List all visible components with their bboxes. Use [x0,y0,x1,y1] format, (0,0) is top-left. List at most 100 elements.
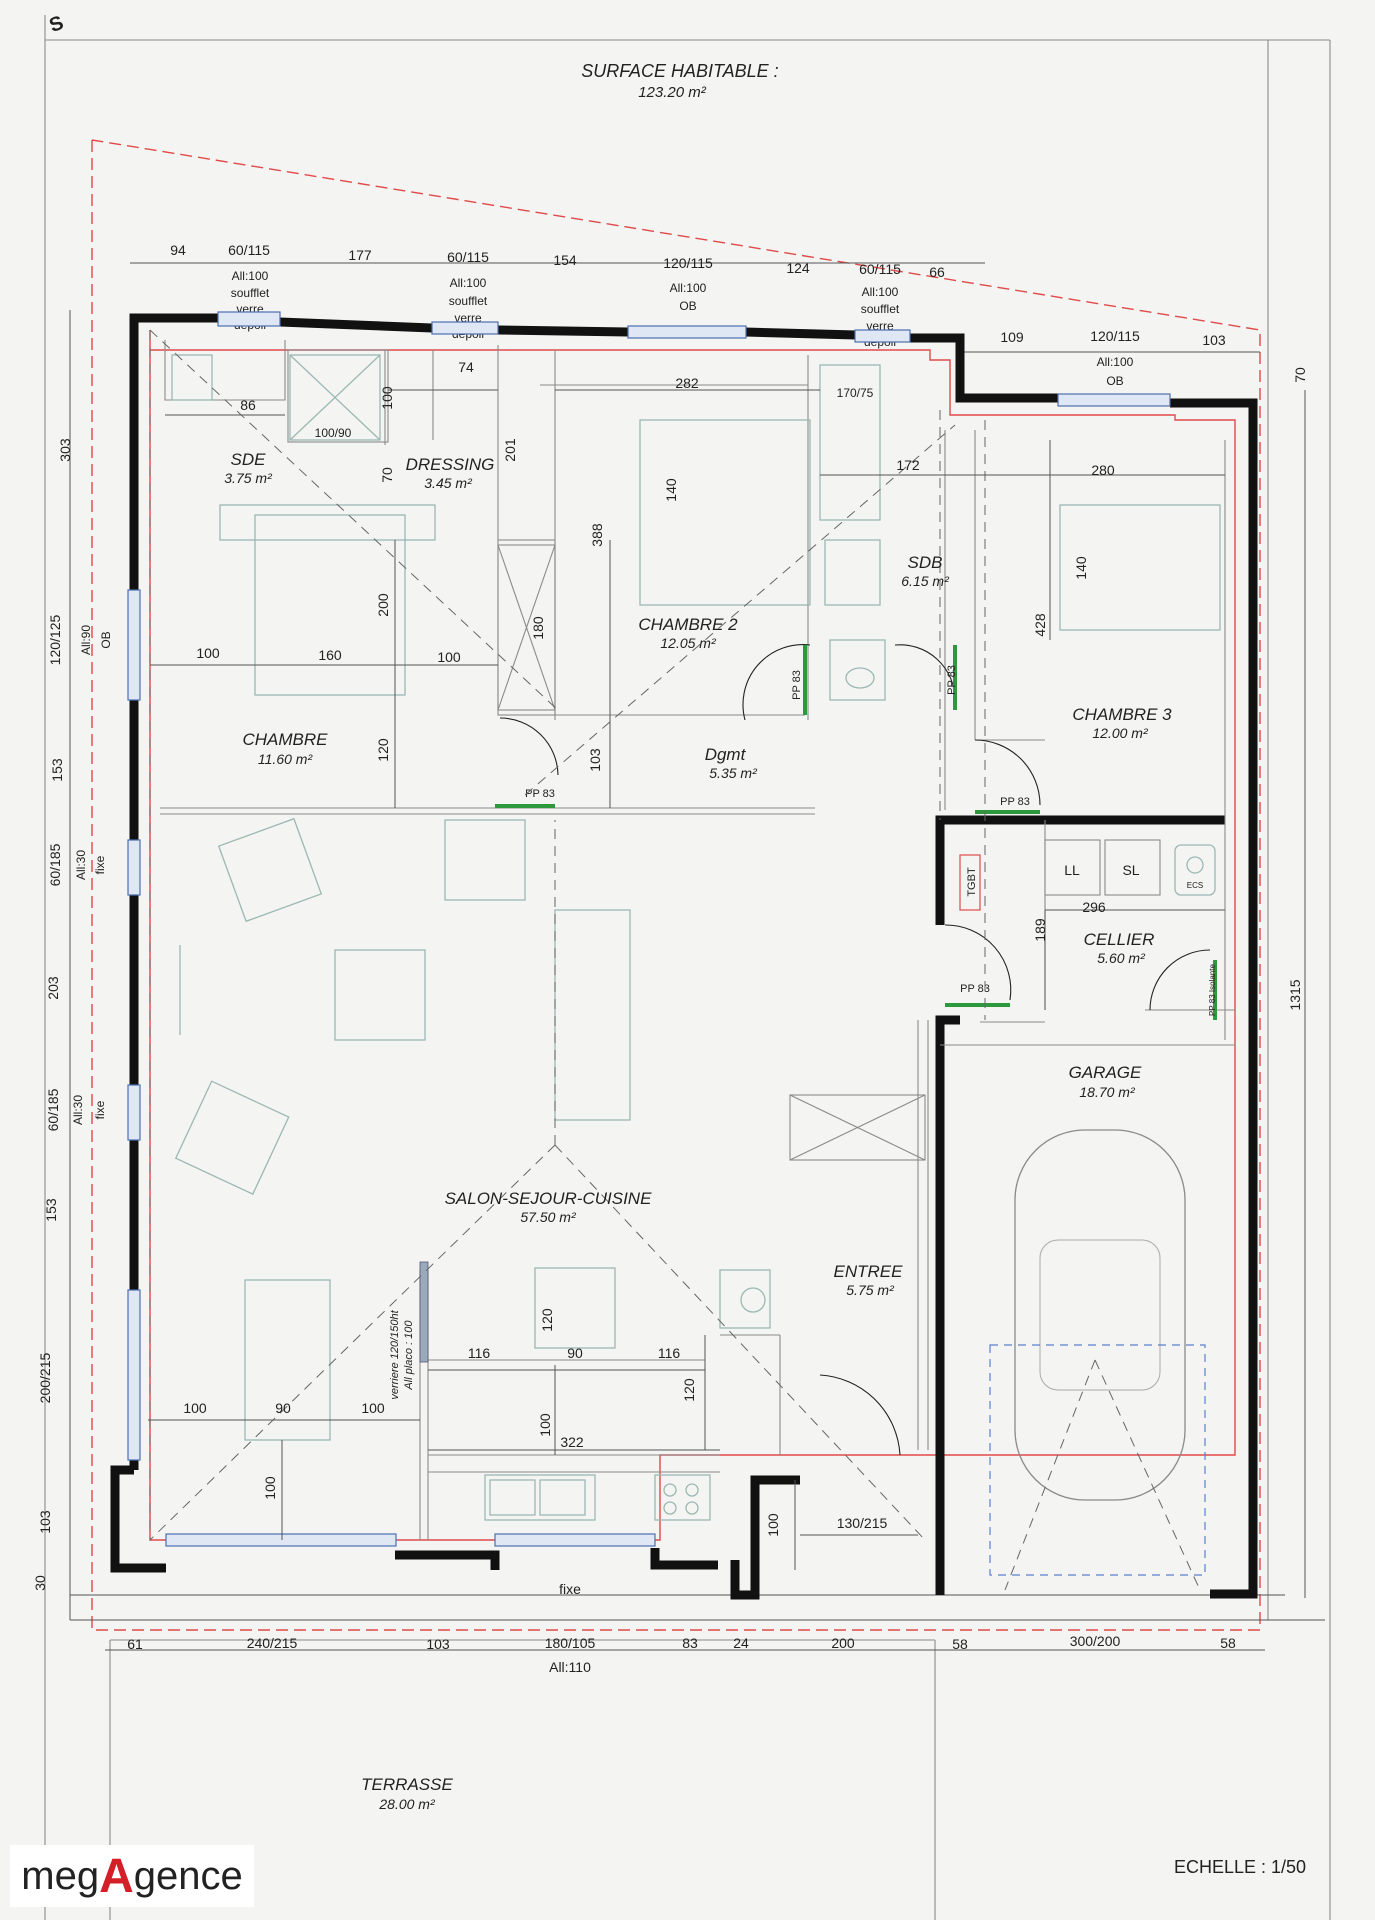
fixtures [171,354,1216,1521]
window-sde [217,311,281,327]
inner-dims: 86 100/90 100 74 282 170/75 70 201 388 1… [183,359,1115,1537]
bottom-note: All:110 [549,1659,591,1675]
fixe-label: fixe [559,1581,581,1597]
room-chambre2-area: 12.05 m² [660,635,717,651]
room-salon-area: 57.50 m² [520,1209,577,1225]
svg-text:All:100: All:100 [670,281,707,295]
svg-text:60/185: 60/185 [45,1088,61,1131]
svg-text:120/125: 120/125 [47,614,63,665]
svg-text:153: 153 [49,758,65,782]
svg-text:PP 83: PP 83 [946,665,958,695]
exterior-wall [650,1548,718,1570]
room-dgmt-name: Dgmt [705,745,747,764]
room-labels: SDE 3.75 m² DRESSING 3.45 m² CHAMBRE 2 1… [224,450,1172,1812]
svg-text:All:100: All:100 [232,269,269,283]
svg-text:303: 303 [57,438,73,462]
tgbt-box [959,854,981,911]
exterior-wall [279,317,433,333]
top-dim: 60/115 [228,242,270,258]
window-fixe-1 [127,839,141,896]
svg-text:103: 103 [37,1510,53,1534]
top-dim: 154 [553,252,577,268]
svg-text:120: 120 [375,738,391,762]
svg-text:OB: OB [679,299,696,313]
svg-text:180: 180 [530,616,546,640]
top-dim: 120/115 [663,255,713,271]
roof-diagonals [149,329,1201,1591]
window-sdb [854,329,911,343]
top-dim: 109 [1000,329,1024,345]
exterior-wall [110,1465,166,1573]
svg-text:201: 201 [502,438,518,462]
top-dim: 60/115 [447,249,489,265]
room-cellier-name: CELLIER [1084,930,1155,949]
svg-text:100: 100 [196,645,220,661]
exterior-wall [395,1550,500,1570]
svg-text:PP 83: PP 83 [525,788,555,800]
room-dgmt-area: 5.35 m² [709,765,758,781]
room-entree-area: 5.75 m² [846,1282,895,1298]
baie-vitree-2 [494,1533,656,1547]
equip-ecs: ECS [1187,881,1203,890]
svg-text:140: 140 [663,478,679,502]
top-dim: 60/115 [859,261,901,277]
svg-text:160: 160 [318,647,342,663]
svg-text:180/105: 180/105 [545,1635,596,1651]
svg-text:120: 120 [681,1378,697,1402]
room-chambre2-name: CHAMBRE 2 [638,615,738,634]
svg-text:200/215: 200/215 [37,1352,53,1403]
svg-text:153: 153 [43,1198,59,1222]
svg-text:140: 140 [1073,556,1089,580]
window-fixe-2 [127,1084,141,1141]
top-dim: 94 [170,242,186,258]
svg-text:240/215: 240/215 [247,1635,298,1651]
svg-text:282: 282 [675,375,699,391]
washing-machine-box [1044,839,1101,896]
svg-text:74: 74 [458,359,474,375]
svg-text:61: 61 [127,1636,143,1652]
beds [219,419,1221,696]
bottom-dims: 61 240/215 103 180/105 83 24 200 58 300/… [127,1633,1236,1652]
verriere-note-2: All placo : 100 [403,1320,415,1391]
svg-text:120: 120 [539,1308,555,1332]
room-dressing-name: DRESSING [406,455,495,474]
room-terrasse-area: 28.00 m² [378,1796,436,1812]
window-note-3: All:100 OB [670,281,707,313]
exterior-wall [730,1475,800,1600]
header-title: SURFACE HABITABLE : [581,61,778,81]
svg-text:All:100: All:100 [862,285,899,299]
room-sde-area: 3.75 m² [224,470,273,486]
room-garage-area: 18.70 m² [1079,1084,1136,1100]
svg-text:203: 203 [45,976,61,1000]
room-chambre3-area: 12.00 m² [1092,725,1149,741]
svg-text:100: 100 [437,649,461,665]
room-garage-name: GARAGE [1069,1063,1142,1082]
room-chambre-name: CHAMBRE [242,730,328,749]
svg-text:428: 428 [1032,613,1048,637]
baie-vitree-1 [165,1533,397,1547]
room-sdb-area: 6.15 m² [901,573,950,589]
car [989,1129,1206,1576]
svg-text:170/75: 170/75 [837,386,874,400]
room-sdb-name: SDB [908,553,943,572]
svg-text:388: 388 [589,523,605,547]
inner-dim-lines [148,389,1225,1570]
window-chambre2 [627,325,747,339]
svg-text:116: 116 [468,1345,491,1361]
door-arcs [499,644,1211,1456]
top-dim: 120/115 [1090,328,1140,344]
exterior-wall [744,327,857,340]
svg-text:soufflet: soufflet [231,286,270,300]
svg-text:322: 322 [560,1434,584,1450]
svg-text:All:100: All:100 [1097,355,1134,369]
svg-text:60/185: 60/185 [47,843,63,886]
svg-text:86: 86 [240,397,256,413]
logo-text-pre: meg [21,1853,100,1898]
svg-text:All:30: All:30 [74,850,88,880]
svg-text:PP 83: PP 83 [1000,796,1030,808]
window-chambre [127,589,141,701]
svg-text:PP 83: PP 83 [960,983,990,995]
svg-text:soufflet: soufflet [449,294,488,308]
inner-outline [149,330,1236,1541]
